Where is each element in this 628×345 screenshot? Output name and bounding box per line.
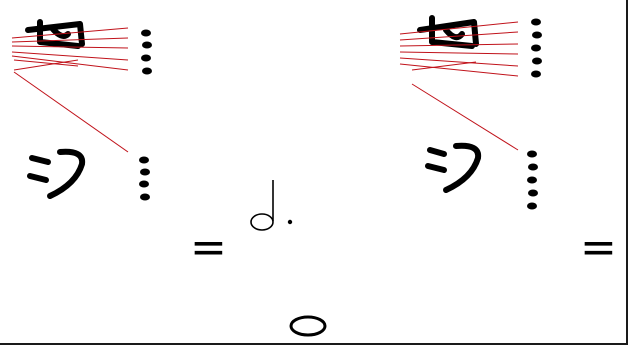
frame-border-bottom — [0, 343, 628, 345]
left-upper-character — [25, 19, 85, 49]
left-guide-lines — [11, 27, 129, 153]
right-guide-lines — [399, 21, 519, 151]
left-lower-dots — [139, 156, 150, 201]
left-lower-character — [27, 148, 86, 199]
equals-sign-right: = — [580, 222, 617, 273]
right-lower-character — [425, 142, 482, 193]
dotted-half-note — [250, 180, 293, 231]
right-upper-character — [417, 15, 479, 49]
frame-border-right — [626, 0, 628, 345]
right-lower-dots — [527, 150, 538, 210]
whole-note — [289, 315, 327, 337]
left-upper-dots — [141, 29, 152, 75]
right-upper-dots — [531, 18, 542, 78]
equals-sign-left: = — [190, 222, 227, 273]
